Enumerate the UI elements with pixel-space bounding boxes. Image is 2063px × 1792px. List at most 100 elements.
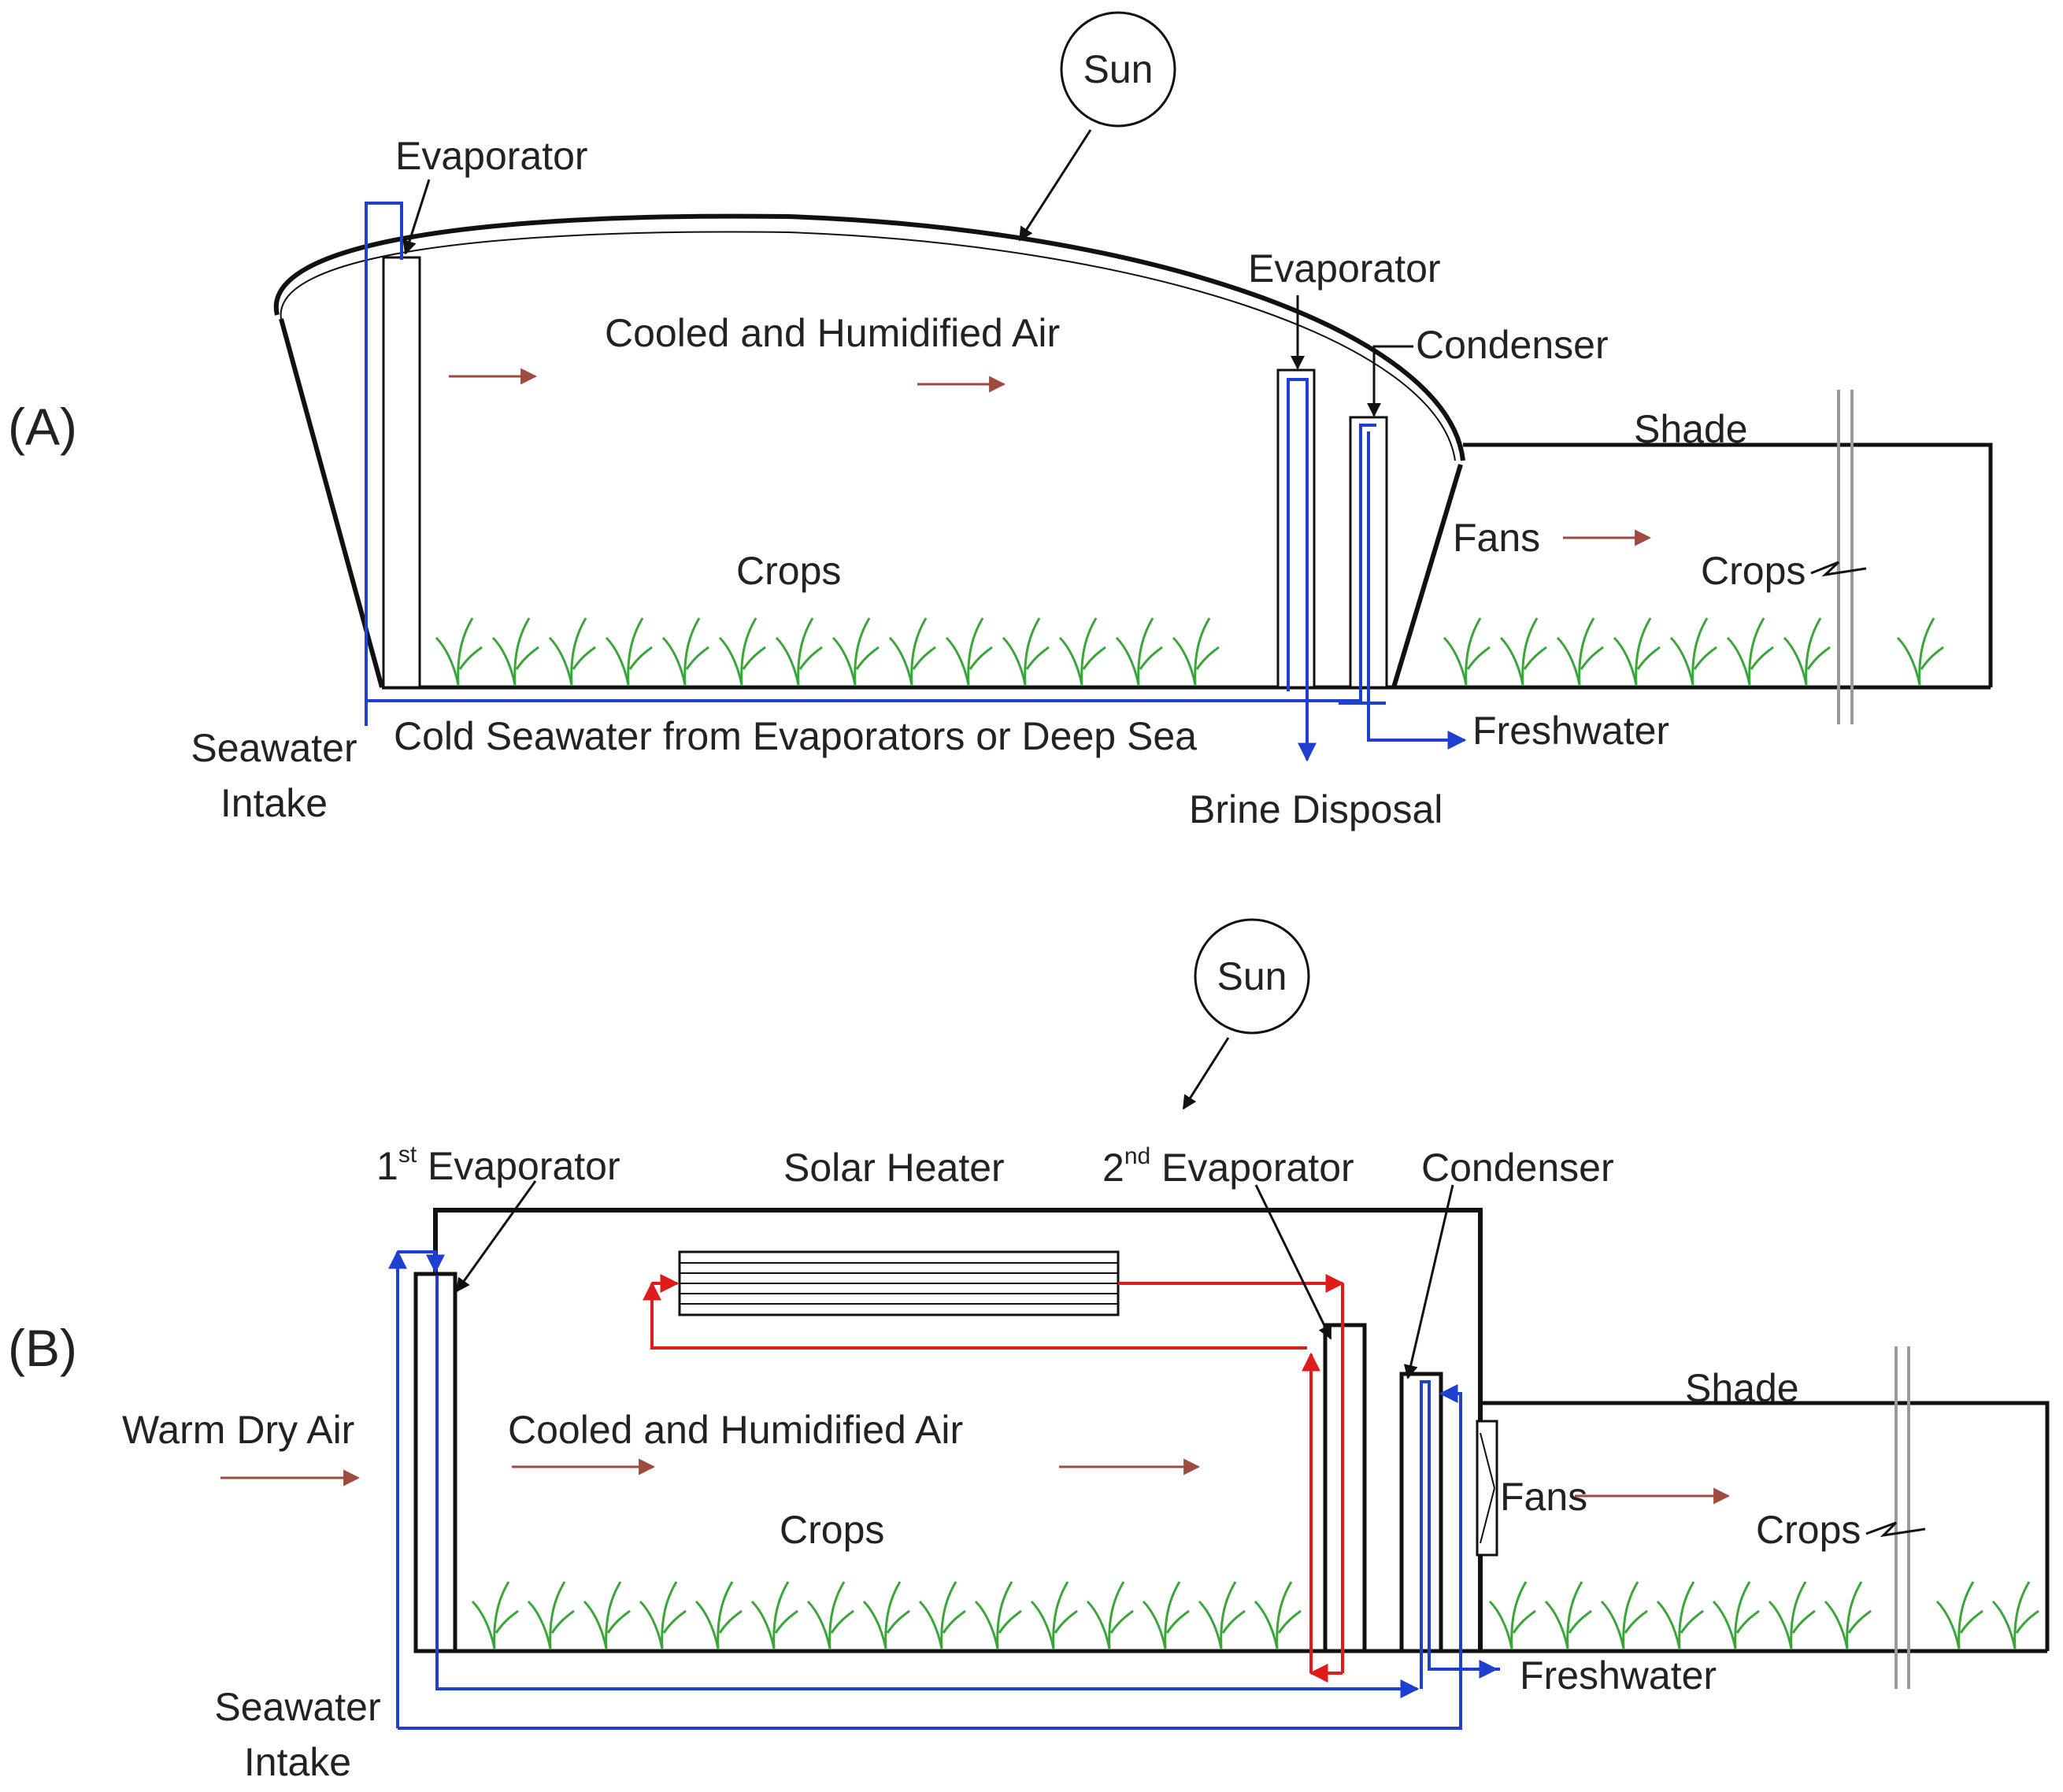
crop-icon <box>945 617 993 686</box>
crop-icon <box>1896 617 1944 686</box>
greenhouse-right-wall <box>1391 464 1463 688</box>
greenhouse-roof-inner <box>280 231 1456 461</box>
greenhouse-roof <box>273 213 1465 461</box>
evaporator-2 <box>1323 1323 1367 1653</box>
crops-outside-label: Crops <box>1701 549 1806 593</box>
condenser-pointer <box>1367 345 1413 417</box>
seawater-intake-line <box>365 202 403 726</box>
crop-icon <box>1254 1581 1302 1649</box>
crop-icon <box>661 617 709 686</box>
crop-icon <box>694 1581 743 1649</box>
seawater-intake-line <box>398 1716 1462 1730</box>
seawater-intake-line <box>398 1250 445 1274</box>
crop-icon <box>435 617 483 686</box>
seawater-intake-label: Seawater <box>191 726 357 770</box>
evaporator-left <box>382 256 421 689</box>
panel-b-label: (B) <box>8 1319 77 1377</box>
shade-label: Shade <box>1685 1366 1799 1410</box>
crop-icon <box>1086 1581 1134 1649</box>
condenser-label: Condenser <box>1416 323 1609 367</box>
crop-icon <box>1768 1581 1816 1649</box>
crop-icon <box>583 1581 631 1649</box>
brine-disposal-line <box>1287 378 1317 762</box>
freshwater-label: Freshwater <box>1472 709 1669 753</box>
crops-inside-label: Crops <box>736 549 841 593</box>
crop-icon <box>639 1581 687 1649</box>
sun-icon <box>1194 918 1310 1035</box>
air-label: Cooled and Humidified Air <box>508 1408 963 1452</box>
evaporator-left-pointer <box>402 179 431 255</box>
shade-house <box>1463 442 1993 687</box>
crop-row <box>1488 1581 2039 1649</box>
crop-icon <box>471 1581 519 1649</box>
break-mark <box>1810 561 1867 577</box>
sun-ray-arrow <box>1018 129 1092 242</box>
brine-disposal-label: Brine Disposal <box>1189 787 1443 831</box>
crop-icon <box>1115 617 1163 686</box>
sun-label: Sun <box>1217 954 1287 998</box>
crops-inside-label: Crops <box>780 1508 884 1552</box>
freshwater-line <box>1420 1380 1498 1689</box>
condenser-pointer <box>1403 1184 1454 1379</box>
crop-icon <box>1600 1581 1648 1649</box>
fans-label: Fans <box>1500 1475 1587 1519</box>
panel-a: (A) Sun Evapo <box>8 11 1993 831</box>
air-label: Cooled and Humidified Air <box>605 311 1060 355</box>
break-mark <box>1865 1521 1926 1538</box>
heated-water-line <box>643 1281 1307 1350</box>
crop-icon <box>1824 1581 1872 1649</box>
freshwater-line <box>1367 431 1467 750</box>
crop-icon <box>1058 617 1106 686</box>
fans-label: Fans <box>1453 516 1540 560</box>
crop-icon <box>1488 1581 1536 1649</box>
seawater-intake-label: Intake <box>220 781 328 825</box>
crop-icon <box>1030 1581 1078 1649</box>
evaporator-left-label: Evaporator <box>395 134 588 178</box>
crop-icon <box>974 1581 1022 1649</box>
evaporator-1-pointer <box>455 1180 537 1293</box>
shade-label: Shade <box>1634 407 1748 451</box>
condenser-label: Condenser <box>1421 1146 1614 1190</box>
seawater-intake-label: Seawater <box>214 1685 380 1729</box>
crop-icon <box>527 1581 575 1649</box>
solar-heater <box>678 1250 1120 1316</box>
crop-icon <box>1613 617 1661 686</box>
sun-ray-arrow <box>1182 1037 1230 1110</box>
crop-icon <box>888 617 936 686</box>
panel-b: (B) Sun <box>8 918 2050 1784</box>
shade-house <box>1480 1401 2050 1651</box>
crop-icon <box>718 617 766 686</box>
cold-seawater-line <box>366 424 1376 702</box>
solar-heater-label: Solar Heater <box>783 1146 1005 1190</box>
panel-a-label: (A) <box>8 398 77 456</box>
seawater-intake-label: Intake <box>244 1740 351 1784</box>
crop-icon <box>806 1581 854 1649</box>
crop-row <box>435 617 1220 686</box>
crop-icon <box>1726 617 1774 686</box>
crop-icon <box>1002 617 1050 686</box>
cold-seawater-line <box>435 1276 1420 1698</box>
crop-row <box>471 1581 1302 1649</box>
evaporator-1-label: 1st Evaporator <box>376 1142 620 1188</box>
warm-air-label: Warm Dry Air <box>122 1408 354 1452</box>
crop-icon <box>775 617 823 686</box>
crop-icon <box>1991 1581 2039 1649</box>
crop-icon <box>1669 617 1717 686</box>
crop-icon <box>1935 1581 1983 1649</box>
fan-icon <box>1476 1420 1498 1557</box>
crop-icon <box>750 1581 798 1649</box>
evaporator-right <box>1276 368 1316 689</box>
crop-icon <box>862 1581 910 1649</box>
crop-icon <box>918 1581 966 1649</box>
crop-icon <box>548 617 596 686</box>
crop-icon <box>1499 617 1547 686</box>
evaporator-2-pointer <box>1254 1184 1332 1340</box>
freshwater-label: Freshwater <box>1520 1653 1717 1698</box>
crop-icon <box>1783 617 1831 686</box>
crops-outside-label: Crops <box>1756 1508 1861 1552</box>
evaporator-right-label: Evaporator <box>1248 246 1441 291</box>
crop-row <box>1443 617 1944 686</box>
crop-icon <box>1544 1581 1592 1649</box>
crop-icon <box>831 617 880 686</box>
